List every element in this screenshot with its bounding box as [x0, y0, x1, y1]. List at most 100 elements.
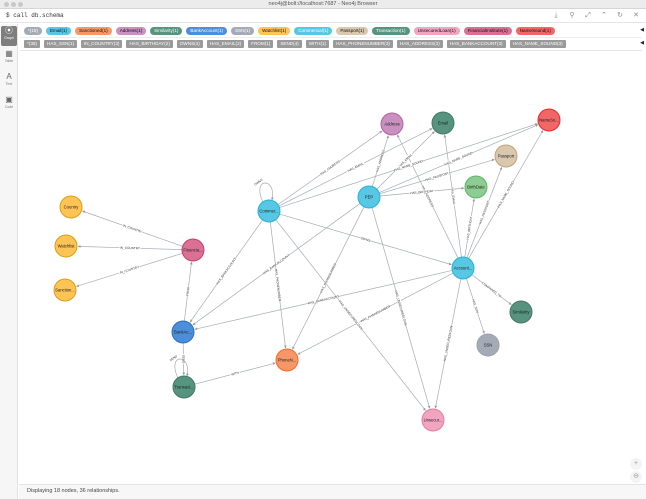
collapse-up-icon[interactable]: ⌃: [601, 12, 607, 19]
node-circle[interactable]: [53, 278, 77, 302]
node-circle[interactable]: [59, 195, 83, 219]
close-icon[interactable]: ✕: [633, 12, 639, 19]
node-circle[interactable]: [476, 333, 500, 357]
node-circle[interactable]: [257, 199, 281, 223]
node-label-pill[interactable]: Address(1): [115, 27, 147, 35]
graph-node-passport[interactable]: Passport: [494, 144, 518, 168]
node-label-pill[interactable]: UnsecuredLoan(1): [413, 27, 460, 35]
relationship-edge[interactable]: IN_COUNTRY: [76, 252, 183, 287]
node-circle[interactable]: [171, 320, 195, 344]
graph-node-financial[interactable]: Financia...: [181, 238, 205, 262]
graph-node-country[interactable]: Country: [59, 195, 83, 219]
node-label-pill[interactable]: Passport(1): [336, 27, 369, 35]
graph-node-bankaccount[interactable]: BankAc...: [171, 320, 195, 344]
graph-node-birthdate[interactable]: BirthDate: [464, 175, 488, 199]
graph-node-account[interactable]: Account...: [451, 256, 475, 280]
graph-node-watchlist[interactable]: Watchlist: [54, 234, 78, 258]
relationship-type-pill[interactable]: HAS_SSN(1): [43, 40, 78, 48]
graph-node-phone[interactable]: PhoneN...: [275, 348, 299, 372]
relationship-edge[interactable]: HAS_BIRTHDAY: [379, 186, 465, 197]
legend-toggle-icon[interactable]: ◀: [640, 27, 644, 33]
maximize-window-button[interactable]: [18, 2, 23, 7]
zoom-out-icon[interactable]: ⊖: [630, 471, 642, 483]
node-label-pill[interactable]: SSN(1): [231, 27, 255, 35]
expand-icon[interactable]: ⤢: [585, 12, 591, 19]
relationship-edge[interactable]: FROM: [183, 261, 193, 322]
relationship-type-pill[interactable]: OWNS(4): [176, 40, 203, 48]
graph-node-pep[interactable]: PEP: [357, 185, 381, 209]
relationship-edge[interactable]: HAS_BANKACCOUNT: [194, 270, 453, 331]
code-view-tab[interactable]: ▣Code: [1, 95, 17, 115]
relationship-edge[interactable]: IN_COUNTRY: [77, 245, 183, 250]
node-circle[interactable]: [451, 256, 475, 280]
relationship-edge[interactable]: HAS_ADDRESS: [396, 134, 459, 259]
relationship-edge[interactable]: COMPARED_TO: [471, 274, 512, 306]
node-label-pill[interactable]: Transaction(1): [372, 27, 410, 35]
node-circle[interactable]: [537, 108, 561, 132]
relationship-edge[interactable]: SEND: [169, 354, 189, 379]
node-circle[interactable]: [181, 238, 205, 262]
node-circle[interactable]: [431, 111, 455, 135]
graph-node-email[interactable]: Email: [431, 111, 455, 135]
node-circle[interactable]: [357, 185, 381, 209]
relationship-edge[interactable]: HAS_PHONENUMBER: [297, 272, 454, 355]
relationship-edge[interactable]: HAS_EMAIL: [443, 134, 462, 258]
relationship-edge[interactable]: OWNS: [253, 178, 274, 203]
graph-node-commercial[interactable]: Commer...: [257, 199, 281, 223]
node-label-pill[interactable]: Watchlist(1): [258, 27, 291, 35]
relationship-type-pill[interactable]: HAS_PHONENUMBER(3): [333, 40, 393, 48]
relationship-edge[interactable]: HAS_UNSECUREDLOAN: [434, 278, 462, 409]
node-label-pill[interactable]: Similarity(1): [150, 27, 183, 35]
node-circle[interactable]: [275, 348, 299, 372]
graph-node-similarity[interactable]: Similarity: [509, 300, 533, 324]
relationship-type-pill[interactable]: SEND(4): [277, 40, 302, 48]
rel-legend-toggle-icon[interactable]: ◀: [640, 40, 644, 46]
relationship-edge[interactable]: HAS_BANKACCOUNT: [189, 219, 263, 323]
relationship-edge[interactable]: OWNS: [279, 213, 452, 266]
node-circle[interactable]: [421, 408, 445, 432]
graph-view-tab[interactable]: ⦿Graph: [1, 26, 17, 46]
relationship-edge[interactable]: HAS_NAME_SOUND: [279, 123, 538, 208]
relationship-line[interactable]: [259, 182, 274, 203]
node-label-pill[interactable]: Email(1): [45, 27, 72, 35]
relationship-type-pill[interactable]: IN_COUNTRY(3): [81, 40, 123, 48]
relationship-type-pill[interactable]: WITH(1): [305, 40, 330, 48]
node-label-pill[interactable]: Commercial(1): [294, 27, 333, 35]
node-label-pill[interactable]: Sanctioned(1): [75, 27, 112, 35]
node-circle[interactable]: [494, 144, 518, 168]
relationship-edge[interactable]: HAS_EMAIL: [278, 128, 433, 207]
relationship-type-pill[interactable]: *(36): [24, 40, 40, 48]
refresh-icon[interactable]: ↻: [617, 12, 623, 19]
relationship-edge[interactable]: WITH: [194, 362, 276, 385]
relationship-edge[interactable]: HAS_SSN: [466, 278, 485, 334]
relationship-type-pill[interactable]: HAS_BIRTHDAY(2): [126, 40, 173, 48]
graph-node-transaction[interactable]: Transact...: [172, 375, 196, 399]
node-label-pill[interactable]: NameSound(1): [515, 27, 555, 35]
graph-node-ssn[interactable]: SSN: [476, 333, 500, 357]
relationship-edge[interactable]: IN_COUNTRY: [82, 210, 183, 247]
relationship-type-pill[interactable]: HAS_ADDRESS(3): [396, 40, 443, 48]
graph-node-address[interactable]: Address: [380, 112, 404, 136]
query-text[interactable]: call db.schema: [13, 12, 64, 19]
relationship-edge[interactable]: HAS_BIRTHDAY: [464, 198, 476, 258]
relationship-edge[interactable]: HAS_ADDRESS: [371, 135, 389, 187]
graph-node-sanction[interactable]: Sanction...: [53, 278, 77, 302]
zoom-in-icon[interactable]: +: [630, 458, 642, 470]
node-circle[interactable]: [380, 112, 404, 136]
query-prompt[interactable]: $ call db.schema: [6, 12, 64, 19]
relationship-edge[interactable]: HAS_PHONENUMBER: [269, 221, 287, 349]
close-window-button[interactable]: [4, 2, 9, 7]
query-editor[interactable]: $ call db.schema ⤓ ⚲ ⤢ ⌃ ↻ ✕: [0, 9, 646, 23]
download-icon[interactable]: ⤓: [554, 12, 558, 19]
relationship-edge[interactable]: HAS_PASSPORT: [379, 158, 495, 195]
node-circle[interactable]: [54, 234, 78, 258]
pin-icon[interactable]: ⚲: [569, 12, 575, 19]
node-label-pill[interactable]: FinancialInstitute(1): [463, 27, 512, 35]
graph-node-namesound[interactable]: NameSo...: [537, 108, 561, 132]
relationship-type-pill[interactable]: HAS_NAME_SOUND(3): [509, 40, 566, 48]
minimize-window-button[interactable]: [11, 2, 16, 7]
node-label-pill[interactable]: BankAccount(1): [186, 27, 228, 35]
